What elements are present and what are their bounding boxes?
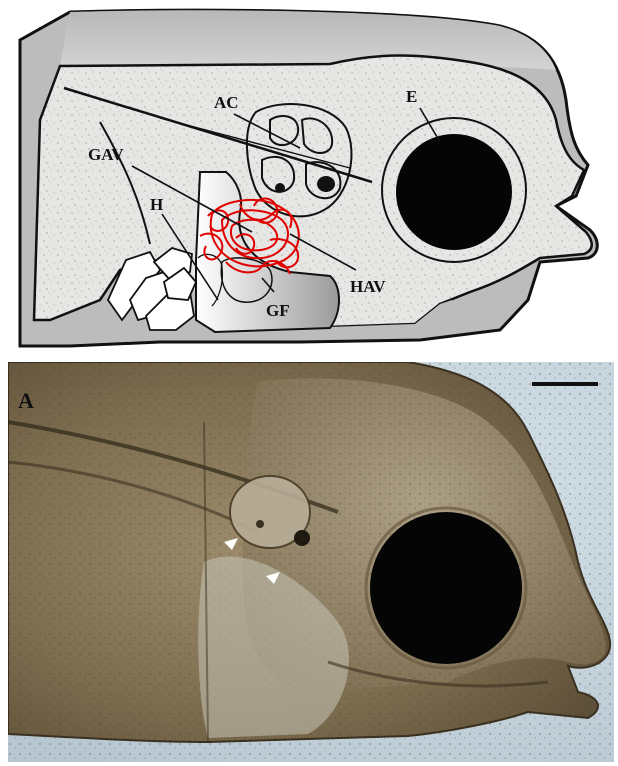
label-gf: GF xyxy=(266,301,290,320)
dorsal-shadow-band xyxy=(60,10,556,70)
label-gav: GAV xyxy=(88,145,124,164)
otolith-small xyxy=(256,520,264,528)
otolith xyxy=(294,530,310,546)
scale-bar xyxy=(532,382,598,386)
label-ac: AC xyxy=(214,93,239,112)
larva-head-diagram: AC E GAV H HAV GF xyxy=(0,0,618,352)
label-e: E xyxy=(406,87,417,106)
otolith-small xyxy=(275,183,285,193)
larva-micrograph: A xyxy=(8,362,614,762)
eye-pupil xyxy=(396,134,512,250)
label-h: H xyxy=(150,195,163,214)
eye xyxy=(370,512,522,664)
label-hav: HAV xyxy=(350,277,386,296)
panel-label-a: A xyxy=(18,388,34,413)
otolith-large xyxy=(317,176,335,192)
